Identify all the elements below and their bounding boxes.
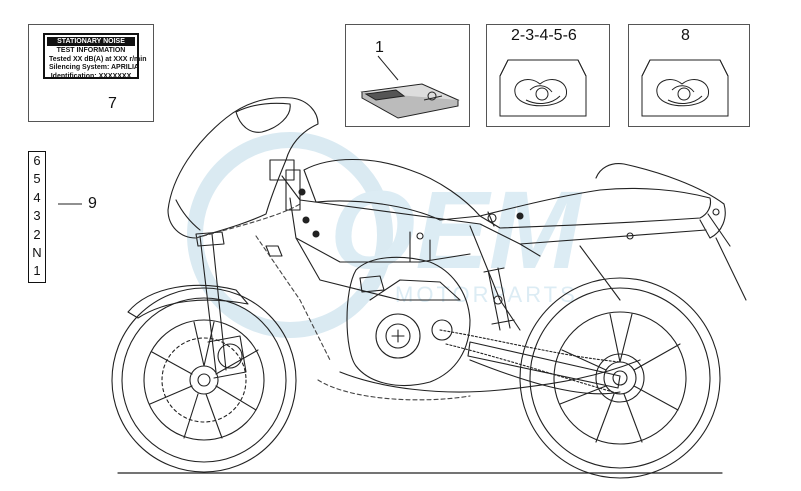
gear-position-1: 1 xyxy=(33,263,41,279)
gear-position-5: 5 xyxy=(33,171,41,187)
fuel-tank xyxy=(303,159,481,221)
exhaust xyxy=(339,359,641,393)
front-fender xyxy=(127,284,249,319)
callout-8: 8 xyxy=(681,27,690,44)
gear-position-sticker[interactable]: 6 5 4 3 2 N 1 xyxy=(28,151,46,283)
callout-9: 9 xyxy=(88,195,97,212)
frame xyxy=(281,175,707,331)
engine xyxy=(346,256,471,387)
owner-manual-box[interactable]: 1 xyxy=(345,24,470,127)
watermark-logo: OEM MOTORPARTS xyxy=(187,132,583,338)
owner-manual-icon xyxy=(360,83,460,119)
callout-7: 7 xyxy=(108,95,117,112)
drive-chain xyxy=(439,329,621,395)
hidden-outline xyxy=(195,203,471,401)
noise-label-line-2: TEST INFORMATION xyxy=(56,47,126,55)
noise-label-line-1: STATIONARY NOISE xyxy=(47,37,135,47)
leader-line-1 xyxy=(377,55,399,81)
gear-position-6: 6 xyxy=(33,153,41,168)
noise-label-line-5: Identification: XXXXXXX xyxy=(50,72,132,80)
watermark-subtext: MOTORPARTS xyxy=(395,282,578,307)
seat xyxy=(479,187,712,229)
tail-section xyxy=(595,163,726,239)
rear-wheel xyxy=(519,277,721,479)
sticker-set-box-b[interactable]: 8 xyxy=(628,24,750,127)
noise-label-box[interactable]: STATIONARY NOISE TEST INFORMATION Tested… xyxy=(28,24,154,122)
gear-position-4: 4 xyxy=(33,189,41,205)
noise-info-sticker: STATIONARY NOISE TEST INFORMATION Tested… xyxy=(43,33,147,80)
callout-2-3-4-5-6: 2-3-4-5-6 xyxy=(511,27,577,44)
callout-1: 1 xyxy=(375,39,384,56)
front-wheel xyxy=(111,287,297,473)
gear-position-2: 2 xyxy=(33,226,41,242)
front-fork xyxy=(195,231,283,379)
gear-position-n: N xyxy=(32,245,42,261)
sticker-set-box-a[interactable]: 2-3-4-5-6 xyxy=(486,24,610,127)
swingarm xyxy=(467,341,621,389)
noise-label-line-4: Silencing System: APRILIA xyxy=(49,64,139,72)
sticker-sheet-icon-b xyxy=(641,59,729,117)
watermark-text: OEM xyxy=(330,169,583,292)
sticker-sheet-icon-a xyxy=(499,59,587,117)
gear-position-3: 3 xyxy=(33,208,41,224)
rear-suspension xyxy=(467,267,621,395)
noise-label-line-3: Tested XX dB(A) at XXX r/min xyxy=(49,55,147,63)
